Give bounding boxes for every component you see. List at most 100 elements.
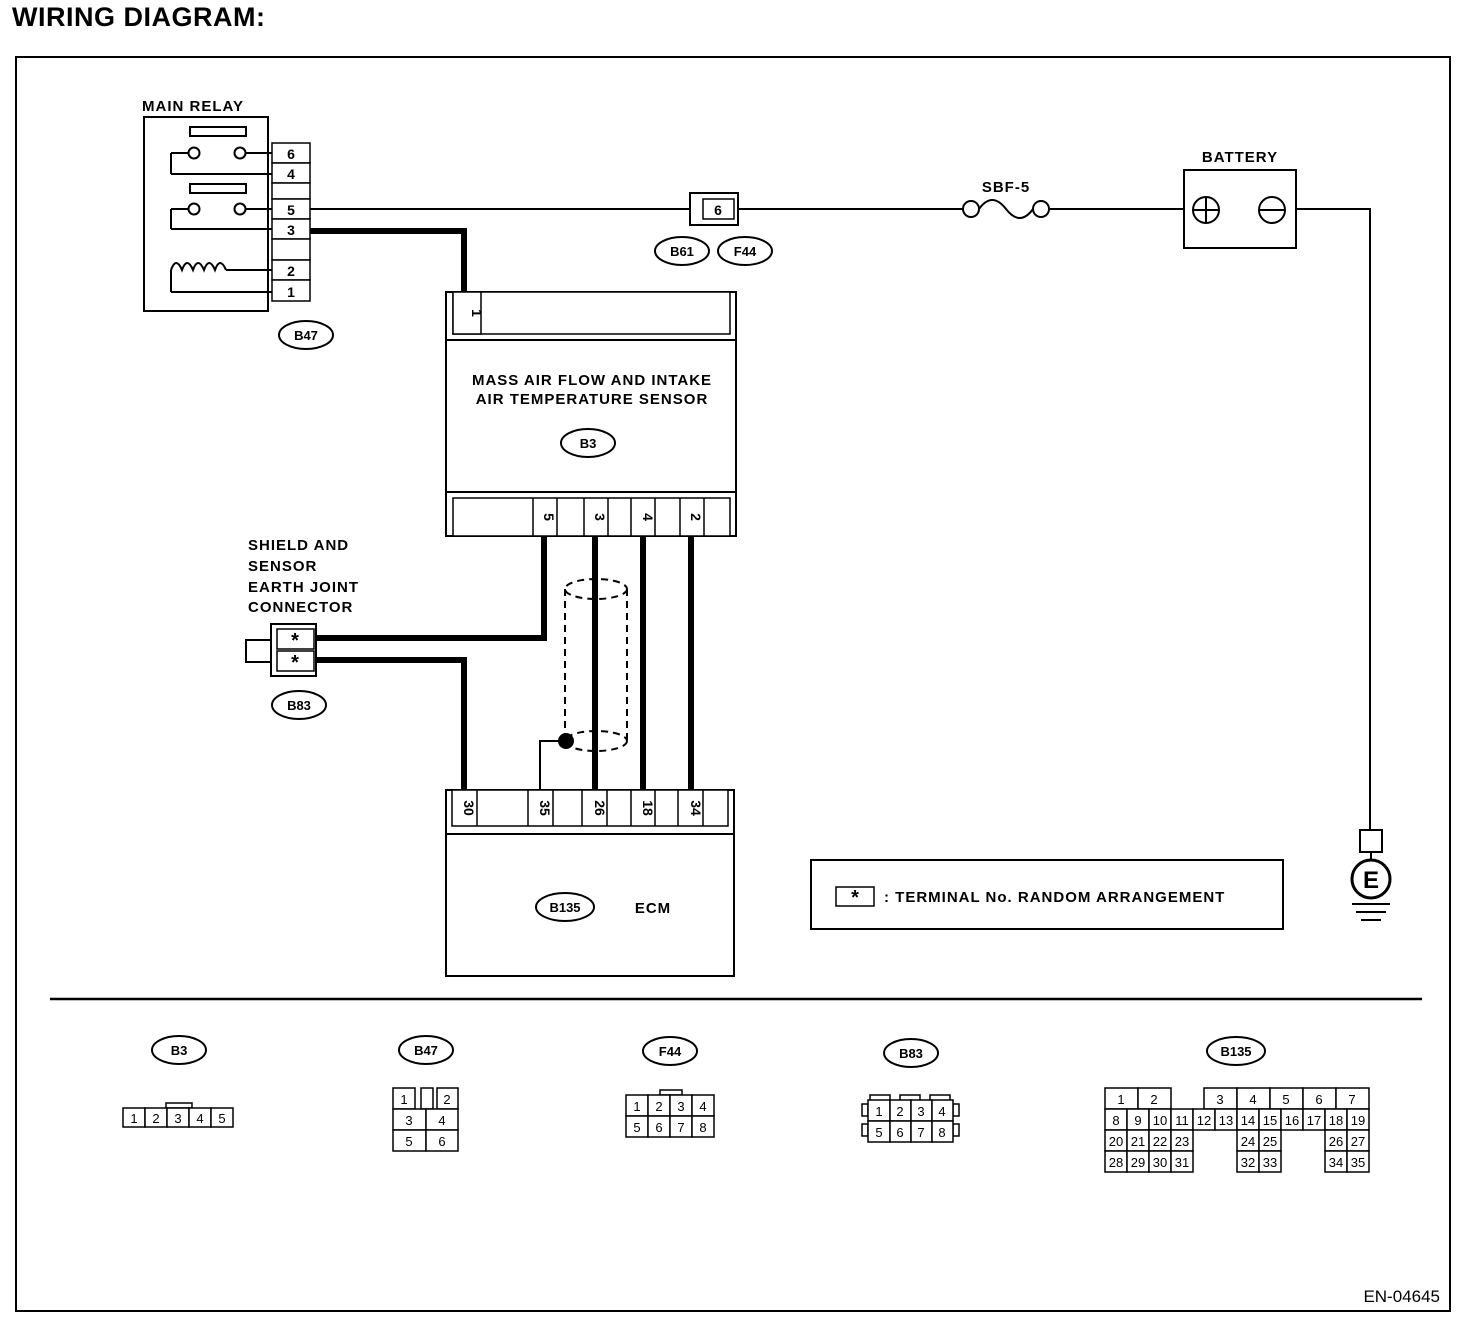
b47-connector-tag [278,320,334,350]
svg-text:31: 31 [1175,1155,1189,1170]
svg-text:20: 20 [1109,1134,1123,1149]
maf-pin-3: 3 [592,513,608,521]
battery: BATTERY [1183,149,1297,249]
connector-view-b135: B135 1 2 3 4 5 6 7 8 9 10 11 12 13 14 [1104,1036,1370,1173]
ecm: 30 35 26 18 34 B135 ECM [445,789,735,977]
shield-label-line1: SHIELD AND [248,537,349,554]
b3-connector-tag [560,428,616,458]
svg-text:17: 17 [1307,1113,1321,1128]
svg-text:F44: F44 [734,244,757,259]
main-relay-body [143,116,269,312]
svg-text:29: 29 [1131,1155,1145,1170]
b61-connector-tag [654,236,710,266]
svg-text:25: 25 [1263,1134,1277,1149]
svg-text:33: 33 [1263,1155,1277,1170]
svg-text:8: 8 [1112,1113,1119,1128]
svg-text:3: 3 [917,1104,924,1119]
svg-text:2: 2 [1150,1092,1157,1107]
ecm-pin-35: 35 [537,800,553,816]
svg-text:5: 5 [875,1125,882,1140]
svg-text:1: 1 [400,1092,407,1107]
svg-text:B135: B135 [549,900,580,915]
shield-pin-upper: * [291,630,299,652]
f44-connector-tag [717,236,773,266]
svg-text:32: 32 [1241,1155,1255,1170]
shield-splice-dot [558,733,574,749]
svg-text:12: 12 [1197,1113,1211,1128]
wire-shield [564,578,628,752]
svg-text:7: 7 [917,1125,924,1140]
svg-text:2: 2 [152,1111,159,1126]
b135-view-label: B135 [1220,1044,1251,1059]
svg-text:16: 16 [1285,1113,1299,1128]
main-relay: MAIN RELAY 6 [142,98,334,350]
svg-text:13: 13 [1219,1113,1233,1128]
joint-pin-6: 6 [714,202,722,218]
legend-box: * : TERMINAL No. RANDOM ARRANGEMENT [810,859,1284,930]
svg-text:26: 26 [1329,1134,1343,1149]
svg-text:1: 1 [1117,1092,1124,1107]
ecm-pin-18: 18 [640,800,656,816]
ecm-pin-34: 34 [688,800,704,816]
svg-text:19: 19 [1351,1113,1365,1128]
svg-text:4: 4 [699,1099,706,1114]
relay-pin-3: 3 [287,222,295,238]
svg-text:B47: B47 [294,328,318,343]
svg-text:B83: B83 [287,698,311,713]
svg-text:4: 4 [196,1111,203,1126]
shield-label-line3: EARTH JOINT [248,579,359,596]
svg-text:7: 7 [1348,1092,1355,1107]
relay-pin-1: 1 [287,284,295,300]
svg-text:5: 5 [218,1111,225,1126]
svg-text:6: 6 [1315,1092,1322,1107]
battery-label: BATTERY [1202,149,1278,166]
svg-text:10: 10 [1153,1113,1167,1128]
svg-text:B61: B61 [670,244,694,259]
b83-connector-tag [271,690,327,720]
svg-text:8: 8 [699,1120,706,1135]
svg-text:2: 2 [443,1092,450,1107]
svg-text:2: 2 [655,1099,662,1114]
main-relay-label: MAIN RELAY [142,98,244,115]
svg-text:9: 9 [1134,1113,1141,1128]
fuse-sbf5: SBF-5 [962,179,1050,219]
svg-text:3: 3 [1216,1092,1223,1107]
svg-text:6: 6 [655,1120,662,1135]
connector-view-b83: B83 1 2 3 4 5 6 7 8 [861,1038,960,1143]
connector-view-b3: B3 1 2 3 4 5 [122,1035,234,1128]
svg-text:1: 1 [633,1099,640,1114]
maf-sensor: 1 MASS AIR FLOW AND INTAKE AIR TEMPERATU… [445,291,737,537]
svg-text:34: 34 [1329,1155,1343,1170]
svg-text:22: 22 [1153,1134,1167,1149]
svg-text:3: 3 [405,1113,412,1128]
relay-pin-4: 4 [287,166,295,182]
svg-text:30: 30 [1153,1155,1167,1170]
svg-text:21: 21 [1131,1134,1145,1149]
svg-text:27: 27 [1351,1134,1365,1149]
svg-text:4: 4 [438,1113,445,1128]
maf-pin-2: 2 [688,513,704,521]
shield-pin-lower: * [291,652,299,674]
svg-text:24: 24 [1241,1134,1255,1149]
maf-pin-5: 5 [541,513,557,521]
b83-view-label: B83 [899,1046,923,1061]
ecm-label: ECM [635,900,671,917]
svg-text:1: 1 [875,1104,882,1119]
svg-text:1: 1 [130,1111,137,1126]
shield-label-line4: CONNECTOR [248,599,353,616]
b47-view-label: B47 [414,1043,438,1058]
svg-text:5: 5 [1282,1092,1289,1107]
connector-view-b47: B47 1 2 3 4 5 6 [392,1035,459,1152]
drawing-ref: EN-04645 [1363,1287,1440,1306]
svg-text:6: 6 [438,1134,445,1149]
page-title: WIRING DIAGRAM: [12,2,266,32]
svg-text:4: 4 [1249,1092,1256,1107]
svg-text:5: 5 [633,1120,640,1135]
svg-text:2: 2 [896,1104,903,1119]
svg-text:B3: B3 [580,436,597,451]
connector-view-f44: F44 1 2 3 4 5 6 7 8 [625,1036,715,1138]
svg-text:7: 7 [677,1120,684,1135]
maf-label-line1: MASS AIR FLOW AND INTAKE [472,372,712,389]
maf-label-line2: AIR TEMPERATURE SENSOR [476,391,709,408]
